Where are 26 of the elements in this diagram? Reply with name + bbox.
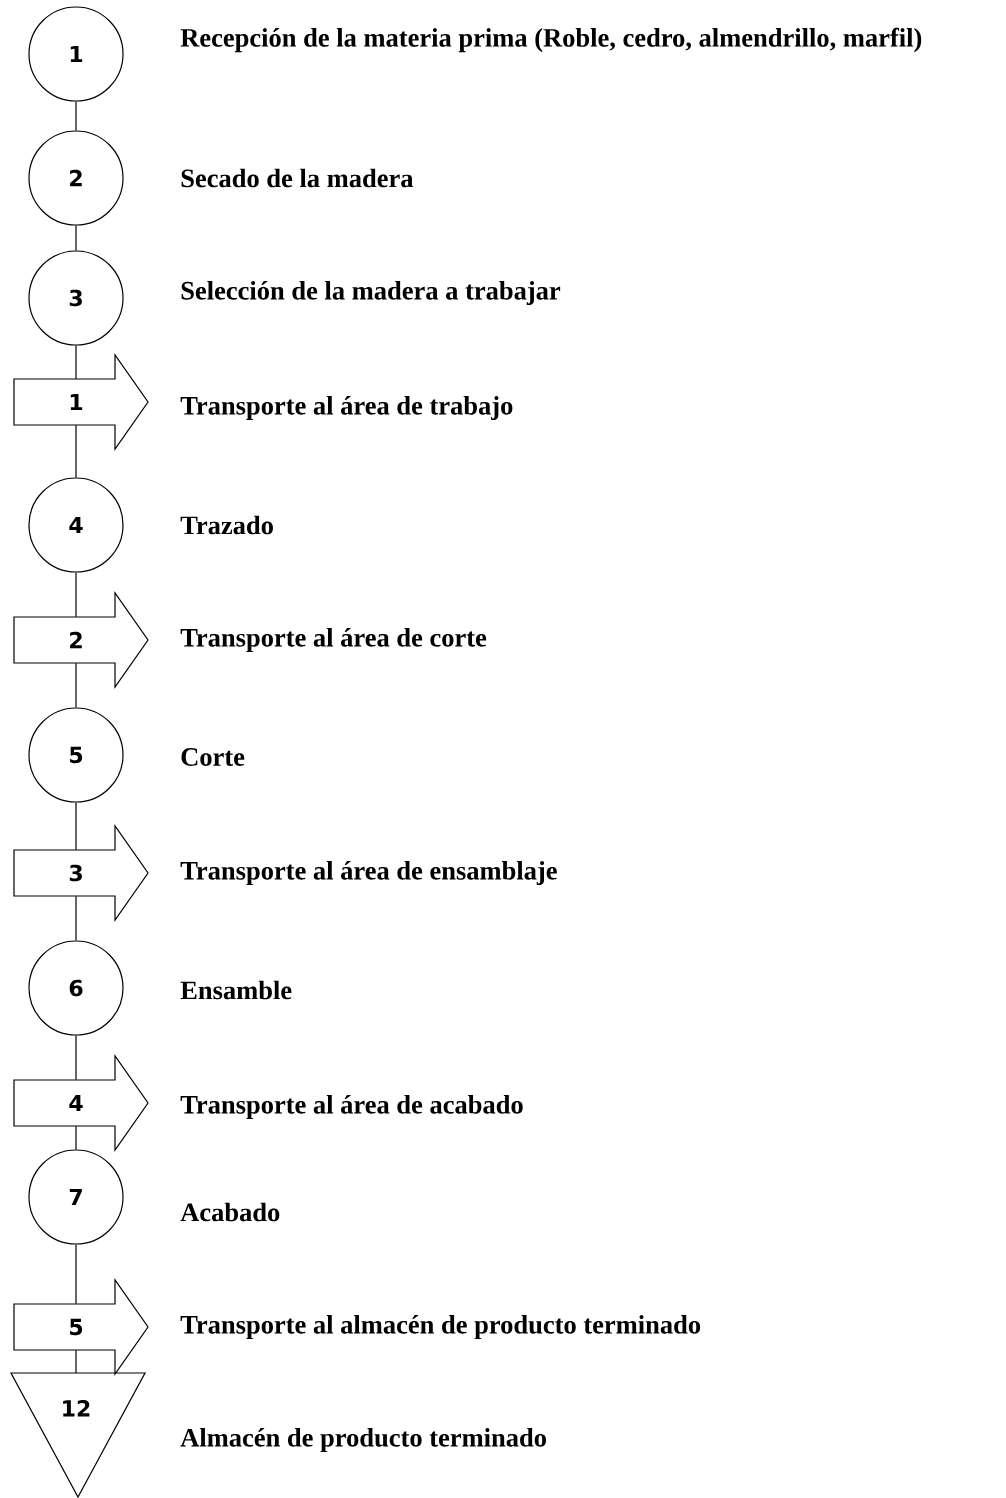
connector-line	[75, 345, 77, 380]
connector-line	[75, 895, 77, 941]
step-description: Transporte al área de trabajo	[180, 396, 513, 421]
step-description: Recepción de la materia prima (Roble, cedro, almendrillo, marfil)	[180, 27, 922, 53]
step-description: Transporte al área de ensamblaje	[180, 861, 557, 886]
step-description: Secado de la madera	[181, 168, 414, 188]
step-description: Ensamble	[180, 980, 292, 1000]
connector-line	[75, 424, 77, 478]
connector-line	[75, 1349, 77, 1374]
storage-triangle: 12	[10, 1372, 146, 1498]
connector-line	[75, 572, 77, 618]
step-description: Selección de la madera a trabajar	[181, 280, 561, 306]
step-description: Corte	[181, 748, 245, 766]
step-description: Transporte al almacén de producto terminado	[180, 1315, 701, 1340]
connector-line	[75, 1244, 77, 1305]
connector-line	[75, 662, 77, 708]
connector-line	[75, 802, 77, 851]
connector-line	[75, 225, 77, 251]
step-description: Acabado	[180, 1202, 280, 1222]
step-description: Almacén de producto terminado	[180, 1428, 546, 1453]
step-description: Transporte al área de corte	[180, 628, 487, 653]
connector-line	[75, 1035, 77, 1081]
step-description: Transporte al área de acabado	[180, 1095, 523, 1120]
connector-line	[75, 1125, 77, 1150]
step-description: Trazado	[180, 515, 273, 535]
connector-line	[75, 101, 77, 131]
